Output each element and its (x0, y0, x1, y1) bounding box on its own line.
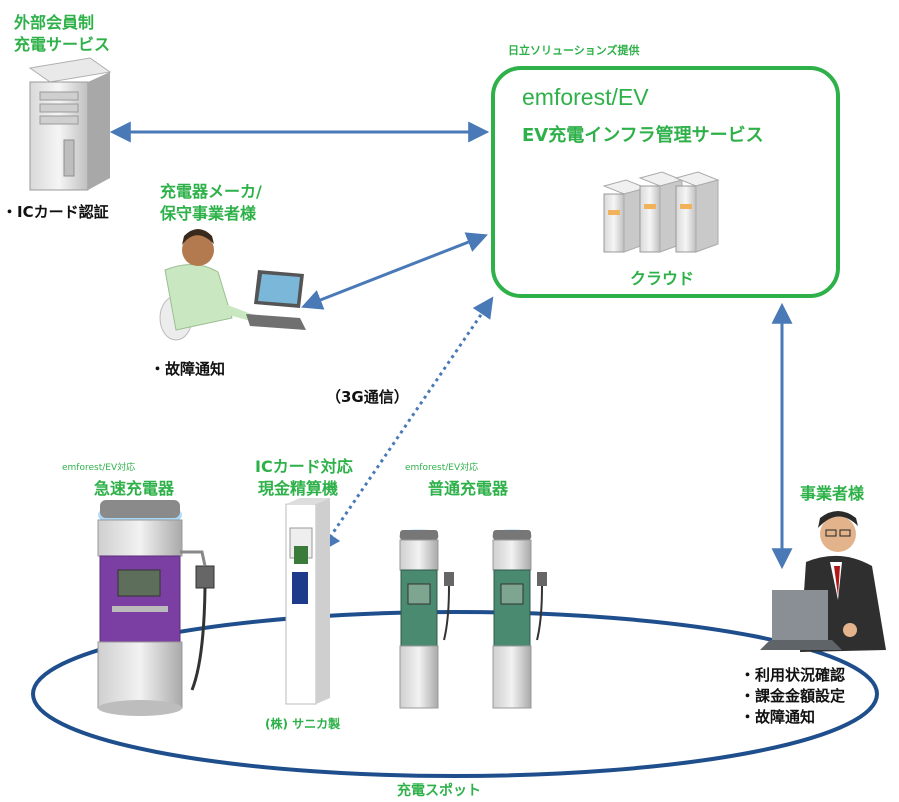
external-service-note: ・ICカード認証 (2, 203, 109, 221)
external-service-title-line2: 充電サービス (14, 35, 111, 54)
payment-maker: (株) サニカ製 (265, 717, 341, 731)
external-server-icon (28, 57, 112, 191)
operator-notes: ・利用状況確認 ・課金金額設定 ・故障通知 (740, 665, 845, 728)
maintenance-person-icon (159, 229, 306, 341)
cloud-label: クラウド (630, 269, 695, 288)
quick-charger-title: 急速充電器 (94, 479, 175, 498)
maker-note: ・故障通知 (150, 360, 226, 378)
payment-machine-icon (285, 498, 330, 705)
arrow-maker-cloud (301, 232, 488, 310)
service-name: EV充電インフラ管理サービス (522, 125, 764, 146)
quick-charger-icon (97, 500, 215, 716)
payment-title-line1: ICカード対応 (255, 457, 353, 476)
product-name: emforest/EV (522, 84, 649, 110)
maker-title-line2: 保守事業者様 (160, 204, 257, 223)
charging-spot-label: 充電スポット (397, 783, 481, 799)
operator-note-2: ・課金金額設定 (740, 687, 846, 705)
comm-label: （3G通信） (326, 388, 409, 406)
external-service-title: 外部会員制 充電サービス (14, 12, 110, 56)
normal-charger-1-icon (399, 529, 454, 709)
payment-title: ICカード対応 現金精算機 (255, 456, 353, 500)
operator-businessman-icon (760, 511, 886, 652)
normal-charger-title: 普通充電器 (428, 479, 509, 498)
operator-title: 事業者様 (800, 484, 865, 503)
arrow-3g-link (319, 296, 494, 553)
charging-spot-ellipse (31, 610, 879, 778)
maker-title-line1: 充電器メーカ/ (160, 182, 262, 201)
maker-title: 充電器メーカ/ 保守事業者様 (160, 181, 262, 225)
normal-charger-tag: emforest/EV対応 (405, 463, 479, 473)
quick-charger-tag: emforest/EV対応 (62, 463, 136, 473)
normal-charger-2-icon (492, 529, 547, 709)
provider-label: 日立ソリューションズ提供 (508, 44, 640, 57)
cloud-servers-icon (602, 171, 720, 253)
payment-title-line2: 現金精算機 (258, 479, 339, 498)
operator-note-3: ・故障通知 (740, 708, 816, 726)
external-service-title-line1: 外部会員制 (14, 13, 95, 32)
operator-note-1: ・利用状況確認 (740, 666, 846, 684)
